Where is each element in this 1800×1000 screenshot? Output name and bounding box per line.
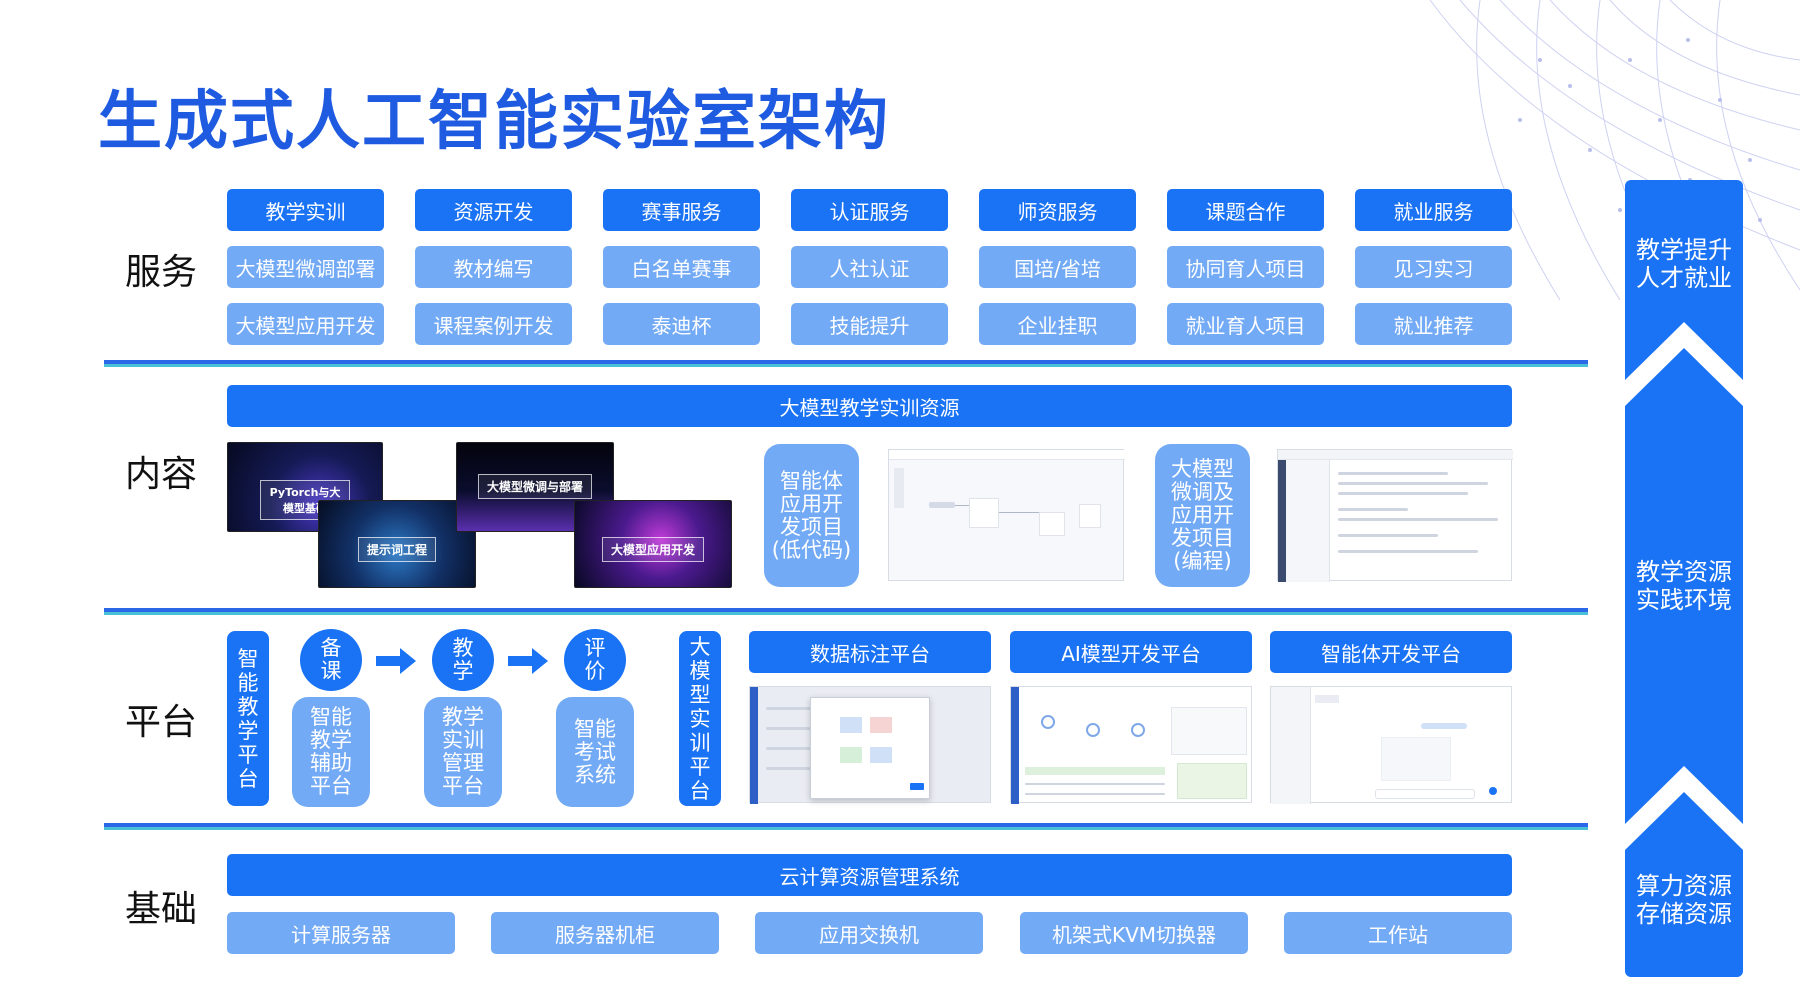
service-head-5[interactable]: 师资服务 xyxy=(979,189,1136,231)
course-title-finetune: 大模型微调与部署 xyxy=(477,473,593,499)
service-item-1-1[interactable]: 大模型微调部署 xyxy=(227,246,384,288)
foundation-app-switch[interactable]: 应用交换机 xyxy=(755,912,983,954)
step-evaluate[interactable]: 评价 xyxy=(564,629,626,691)
service-item-3-2[interactable]: 泰迪杯 xyxy=(603,303,760,345)
platform-data-annotation[interactable]: 数据标注平台 xyxy=(749,631,991,673)
service-item-5-1[interactable]: 国培/省培 xyxy=(979,246,1136,288)
foundation-compute-server[interactable]: 计算服务器 xyxy=(227,912,455,954)
platform-ai-model-dev[interactable]: AI模型开发平台 xyxy=(1010,631,1252,673)
step-evaluate-label: 评价 xyxy=(584,636,606,683)
right-label-bottom-line1: 算力资源 xyxy=(1636,872,1732,900)
row-label-content: 内容 xyxy=(125,454,198,495)
step-prepare[interactable]: 备课 xyxy=(300,629,362,691)
content-banner[interactable]: 大模型教学实训资源 xyxy=(227,385,1512,427)
service-item-4-1[interactable]: 人社认证 xyxy=(791,246,948,288)
row-separator xyxy=(104,608,1588,615)
foundation-server-rack[interactable]: 服务器机柜 xyxy=(491,912,719,954)
platform-agent-dev[interactable]: 智能体开发平台 xyxy=(1270,631,1512,673)
smart-teaching-platform-label: 智能教学平台 xyxy=(237,646,259,791)
service-head-1[interactable]: 教学实训 xyxy=(227,189,384,231)
service-item-6-1[interactable]: 协同育人项目 xyxy=(1167,246,1324,288)
right-label-mid-line1: 教学资源 xyxy=(1636,558,1732,586)
sub-exam-system[interactable]: 智能考试系统 xyxy=(556,697,634,807)
service-item-4-2[interactable]: 技能提升 xyxy=(791,303,948,345)
chevron-up-icon xyxy=(1625,766,1743,850)
service-head-4[interactable]: 认证服务 xyxy=(791,189,948,231)
pill-code-project[interactable]: 大模型微调及应用开发项目(编程) xyxy=(1155,444,1250,587)
right-label-middle: 教学资源 实践环境 xyxy=(1625,558,1743,614)
course-thumb-appdev[interactable]: 大模型应用开发 xyxy=(574,500,732,588)
service-item-7-1[interactable]: 见习实习 xyxy=(1355,246,1512,288)
sub-teaching-assistant[interactable]: 智能教学辅助平台 xyxy=(292,697,370,807)
course-title-prompt: 提示词工程 xyxy=(357,537,437,563)
agent-dev-screenshot xyxy=(1270,686,1512,804)
service-item-3-1[interactable]: 白名单赛事 xyxy=(603,246,760,288)
service-head-7[interactable]: 就业服务 xyxy=(1355,189,1512,231)
pill-lowcode-project[interactable]: 智能体应用开发项目(低代码) xyxy=(764,444,859,587)
service-head-2[interactable]: 资源开发 xyxy=(415,189,572,231)
page-title: 生成式人工智能实验室架构 xyxy=(98,85,890,159)
service-item-1-2[interactable]: 大模型应用开发 xyxy=(227,303,384,345)
service-item-2-2[interactable]: 课程案例开发 xyxy=(415,303,572,345)
row-label-foundation: 基础 xyxy=(125,889,198,930)
course-title-appdev: 大模型应用开发 xyxy=(601,537,705,563)
workflow-screenshot xyxy=(888,449,1125,581)
course-thumb-pytorch[interactable]: PyTorch与大模型基础 xyxy=(227,442,383,532)
chevron-up-icon xyxy=(1625,322,1743,406)
right-label-top-line2: 人才就业 xyxy=(1636,264,1732,292)
right-label-top: 教学提升 人才就业 xyxy=(1625,236,1743,292)
foundation-kvm-switch[interactable]: 机架式KVM切换器 xyxy=(1020,912,1248,954)
service-item-2-1[interactable]: 教材编写 xyxy=(415,246,572,288)
step-teach[interactable]: 教学 xyxy=(432,629,494,691)
service-item-5-2[interactable]: 企业挂职 xyxy=(979,303,1136,345)
right-label-mid-line2: 实践环境 xyxy=(1636,586,1732,614)
model-training-platform-label: 大模型实训平台 xyxy=(689,634,711,803)
cloud-management-banner[interactable]: 云计算资源管理系统 xyxy=(227,854,1512,896)
smart-teaching-platform-bar[interactable]: 智能教学平台 xyxy=(227,631,269,806)
row-separator xyxy=(104,360,1588,367)
row-separator xyxy=(104,823,1588,830)
right-label-bottom-line2: 存储资源 xyxy=(1636,900,1732,928)
right-label-bottom: 算力资源 存储资源 xyxy=(1625,872,1743,928)
row-label-service: 服务 xyxy=(125,252,198,293)
row-label-platform: 平台 xyxy=(125,702,198,743)
course-thumb-prompt[interactable]: 提示词工程 xyxy=(318,500,476,588)
model-dev-screenshot xyxy=(1010,686,1252,804)
foundation-workstation[interactable]: 工作站 xyxy=(1284,912,1512,954)
arrow-right-icon xyxy=(508,648,548,674)
service-head-3[interactable]: 赛事服务 xyxy=(603,189,760,231)
ide-screenshot xyxy=(1277,449,1513,582)
right-label-top-line1: 教学提升 xyxy=(1636,236,1732,264)
service-head-6[interactable]: 课题合作 xyxy=(1167,189,1324,231)
step-teach-label: 教学 xyxy=(452,636,474,683)
arrow-right-icon xyxy=(376,648,416,674)
step-prepare-label: 备课 xyxy=(320,636,342,683)
service-item-7-2[interactable]: 就业推荐 xyxy=(1355,303,1512,345)
annotation-screenshot xyxy=(749,686,991,804)
service-item-6-2[interactable]: 就业育人项目 xyxy=(1167,303,1324,345)
sub-training-management[interactable]: 教学实训管理平台 xyxy=(424,697,502,807)
model-training-platform-bar[interactable]: 大模型实训平台 xyxy=(679,631,721,806)
right-progress-column xyxy=(1625,180,1743,977)
